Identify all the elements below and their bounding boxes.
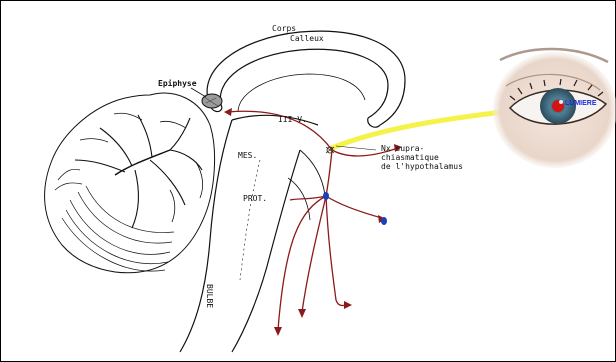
neural-pathways xyxy=(228,111,398,330)
label-bulbe: BULBE xyxy=(205,284,214,308)
label-scn-line2: chiasmatique xyxy=(381,153,439,162)
label-third-ventricle: III V. xyxy=(278,115,307,124)
label-corps-line2: Calleux xyxy=(290,34,324,43)
label-corps-line1: Corps xyxy=(272,24,296,33)
label-scn-line3: de l'hypothalamus xyxy=(381,162,463,171)
label-epiphyse: Epiphyse xyxy=(158,78,197,88)
label-scn-line1: Nx supra- xyxy=(381,144,424,153)
pathway-arrowheads xyxy=(224,108,402,336)
eye-illustration xyxy=(493,49,616,168)
corpus-callosum xyxy=(207,31,405,127)
label-mes: MES. xyxy=(238,151,257,160)
label-lumiere: LUMIERE xyxy=(565,100,597,107)
label-prot: PROT. xyxy=(243,194,267,203)
pathway-nodes xyxy=(323,192,387,225)
light-beam xyxy=(332,110,520,148)
cerebellum xyxy=(45,93,215,273)
